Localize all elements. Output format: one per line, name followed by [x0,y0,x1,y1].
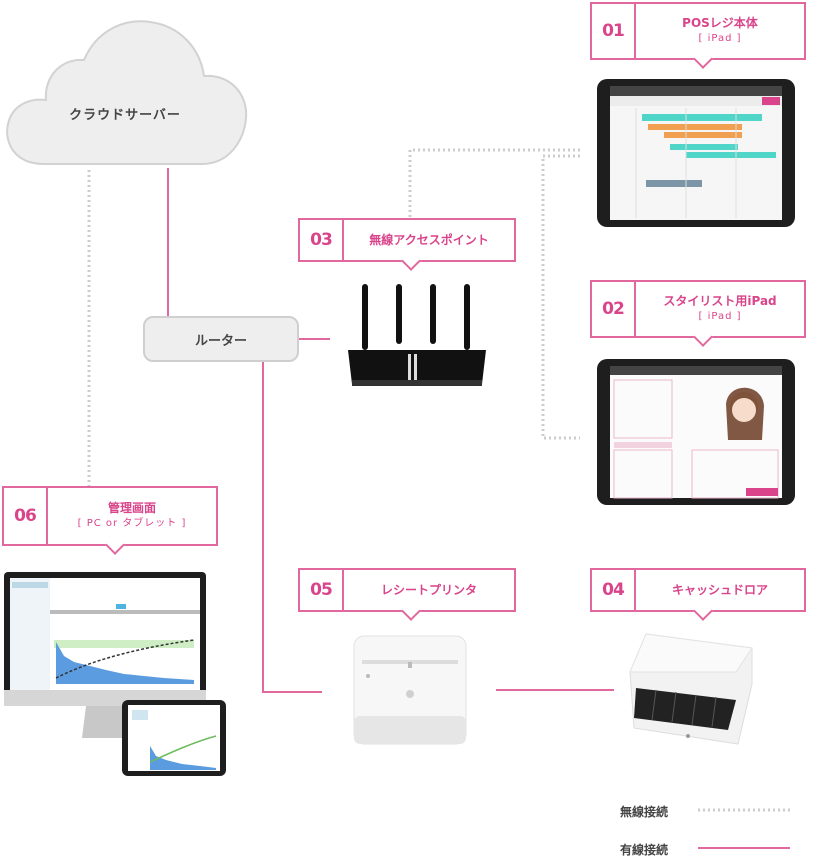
label-06: 06 管理画面 [ PC or タブレット ] [2,486,218,555]
label-01-title: POSレジ本体 [682,16,758,30]
wireless-access-point-illustration [348,284,486,386]
label-01-sub: [ iPad ] [698,33,742,44]
label-02-title: スタイリスト用iPad [663,294,777,308]
wireless-ap-stylist [541,154,580,440]
legend-wireless-label: 無線接続 [620,805,669,819]
label-06-number: 06 [4,488,48,544]
router-box: ルーター [143,316,299,362]
label-04-title: キャッシュドロア [671,582,768,597]
pos-ipad-illustration [597,79,795,227]
admin-pc-and-tablet-illustration [4,572,226,776]
label-02-sub: [ iPad ] [698,311,742,322]
label-03: 03 無線アクセスポイント [298,218,516,271]
wired-router-printer [262,362,322,693]
label-05-title: レシートプリンタ [380,582,477,597]
cloud-server-label: クラウドサーバー [69,108,181,123]
label-04: 04 キャッシュドロア [590,568,806,621]
label-06-sub: [ PC or タブレット ] [77,518,187,529]
label-01: 01 POSレジ本体 [ iPad ] [590,2,806,69]
label-05-number: 05 [300,570,344,610]
legend-wired-label: 有線接続 [620,843,669,857]
label-04-number: 04 [592,570,636,610]
label-06-title: 管理画面 [107,501,156,515]
stylist-ipad-illustration [597,359,795,505]
label-02-number: 02 [592,282,636,336]
router-label: ルーター [194,333,247,349]
label-05: 05 レシートプリンタ [298,568,516,621]
label-03-title: 無線アクセスポイント [369,232,489,247]
label-01-number: 01 [592,4,636,58]
label-03-number: 03 [300,220,344,260]
wireless-ap-pos [408,148,580,232]
cash-drawer-illustration [629,633,753,745]
receipt-printer-illustration [353,635,467,745]
label-02: 02 スタイリスト用iPad [ iPad ] [590,280,806,347]
cloud-shape [6,20,248,165]
